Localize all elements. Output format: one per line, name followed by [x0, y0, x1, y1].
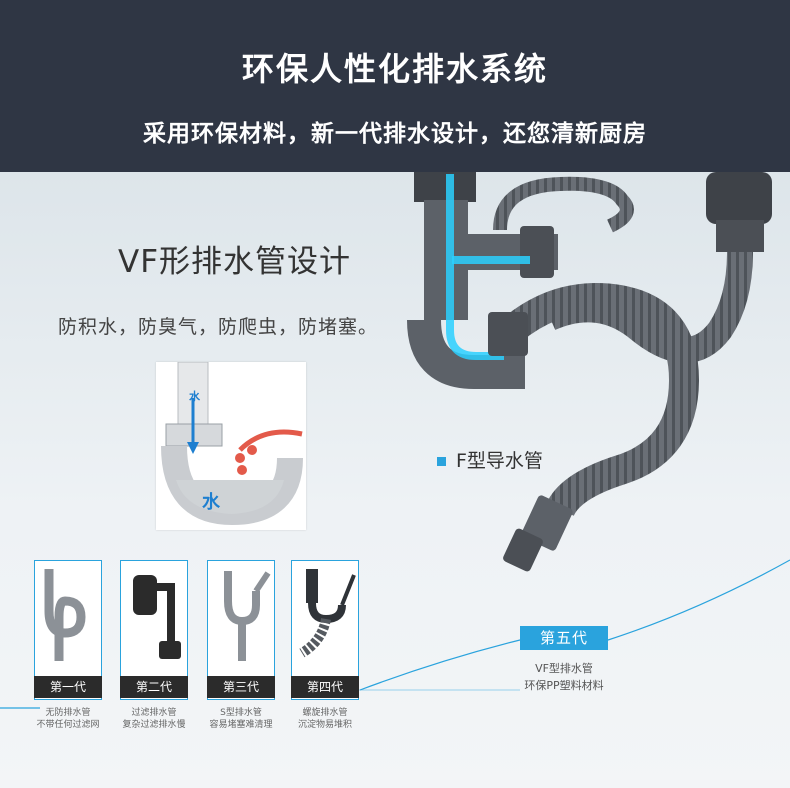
generation-desc-1: 过滤排水管	[131, 708, 177, 718]
generation-label: 第二代	[120, 676, 188, 698]
generation-card-3: 第三代 S型排水管 容易堵塞难清理	[207, 560, 275, 730]
diagram-graphic	[161, 362, 303, 526]
generation-desc-2: 不带任何过滤网	[36, 720, 100, 730]
generation-desc-1: 螺旋排水管	[302, 708, 348, 718]
generation-desc-2: 沉淀物易堆积	[297, 720, 352, 730]
generation-label: 第三代	[207, 676, 275, 698]
water-label-bottom: 水	[202, 492, 220, 513]
product-label-text: F型导水管	[456, 450, 543, 472]
generation-desc-1: S型排水管	[220, 708, 262, 718]
page-title: 环保人性化排水系统	[241, 50, 548, 88]
branch-nut	[520, 226, 554, 278]
overflow-hose	[493, 176, 634, 233]
fifth-generation-desc-1: VF型排水管	[535, 662, 593, 675]
water-label-top: 水	[189, 390, 200, 403]
fifth-generation-desc-2: 环保PP塑料材料	[524, 679, 604, 692]
product-label: F型导水管	[437, 446, 543, 473]
s-trap-icon	[44, 569, 86, 661]
generation-card-4: 第四代 螺旋排水管 沉淀物易堆积	[291, 560, 359, 730]
timeline-line-right	[359, 559, 790, 691]
feature-title: VF形排水管设计	[118, 244, 352, 280]
right-drain-top	[706, 172, 772, 224]
header-banner: 环保人性化排水系统 采用环保材料，新一代排水设计，还您清新厨房	[0, 0, 790, 172]
generation-card-2: 第二代 过滤排水管 复杂过滤排水慢	[120, 560, 188, 730]
s-pipe-icon	[224, 571, 271, 661]
generation-label: 第四代	[291, 676, 359, 698]
hose-end-tip	[503, 528, 543, 572]
left-drain-top	[414, 172, 476, 202]
filter-trap-icon	[133, 575, 181, 659]
trap-nut	[488, 312, 528, 356]
flow-line-vertical	[446, 174, 504, 360]
spiral-pipe-icon	[299, 569, 356, 658]
main-hose	[502, 283, 700, 517]
generation-card-1: 第一代 无防排水管 不带任何过滤网	[34, 560, 102, 730]
generation-desc-1: 无防排水管	[45, 708, 91, 718]
right-drain-nut	[716, 220, 764, 252]
fifth-generation-badge: 第五代	[520, 626, 608, 650]
water-seal-diagram: 水 水	[156, 362, 306, 530]
bullet-square-icon	[437, 457, 446, 466]
generation-desc-2: 容易堵塞难清理	[209, 720, 273, 730]
generation-label: 第一代	[34, 676, 102, 698]
feature-description: 防积水，防臭气，防爬虫，防堵塞。	[58, 316, 379, 338]
u-trap-pipe	[407, 319, 525, 389]
page-subtitle: 采用环保材料，新一代排水设计，还您清新厨房	[143, 121, 647, 147]
generation-desc-2: 复杂过滤排水慢	[122, 720, 186, 730]
